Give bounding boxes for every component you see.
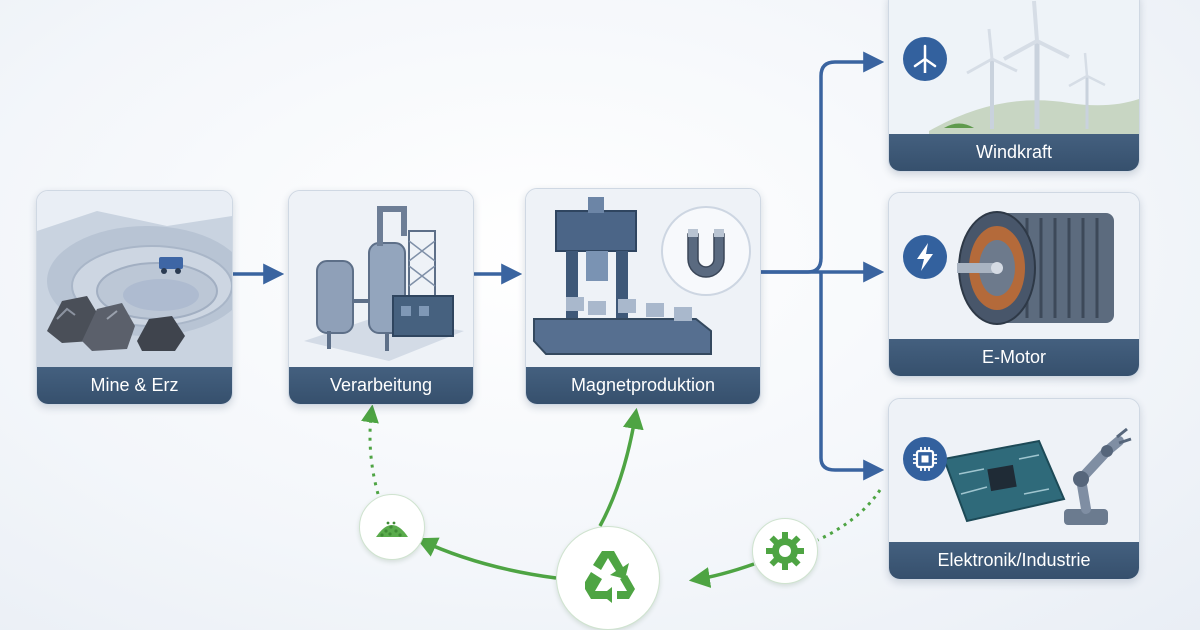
processing-plant-illustration (289, 191, 473, 367)
electric-motor-illustration (889, 193, 1139, 339)
recycle-flow-arrows (361, 404, 882, 588)
arrow-recycle-to-powder (416, 537, 557, 580)
gear-icon (766, 532, 804, 570)
stage-label-processing: Verarbeitung (289, 367, 473, 404)
stage-card-mine[interactable]: Mine & Erz (36, 190, 233, 405)
stage-label-magnet-production: Magnetproduktion (526, 367, 760, 404)
dashed-return-from-industry (817, 489, 882, 542)
chip-icon (903, 437, 947, 481)
application-card-e-motor[interactable]: E-Motor (888, 192, 1140, 377)
application-card-wind[interactable]: Windkraft (888, 0, 1140, 172)
recycle-icon (585, 551, 635, 603)
application-label-electronics-industry: Elektronik/Industrie (889, 542, 1139, 579)
stage-label-mine: Mine & Erz (37, 367, 232, 404)
arrow-gear-to-recycle (688, 562, 755, 588)
gear-node (752, 518, 818, 584)
recycling-node (556, 526, 660, 630)
powder-icon (376, 521, 408, 537)
branch-to-wind (761, 51, 885, 274)
wind-turbine-icon (903, 37, 947, 81)
main-flow-arrows (233, 51, 885, 481)
stage-card-processing[interactable]: Verarbeitung (288, 190, 474, 405)
powder-node (359, 494, 425, 560)
open-pit-mine-illustration (37, 191, 232, 367)
press-and-magnet-illustration (526, 189, 760, 367)
lightning-icon (903, 235, 947, 279)
application-card-electronics-industry[interactable]: Elektronik/Industrie (888, 398, 1140, 580)
application-label-wind: Windkraft (889, 134, 1139, 171)
dotted-powder-to-process (361, 404, 380, 495)
arrow-recycle-to-magnet (598, 407, 644, 527)
application-label-e-motor: E-Motor (889, 339, 1139, 376)
branch-to-industry (819, 272, 885, 481)
stage-card-magnet-production[interactable]: Magnetproduktion (525, 188, 761, 405)
